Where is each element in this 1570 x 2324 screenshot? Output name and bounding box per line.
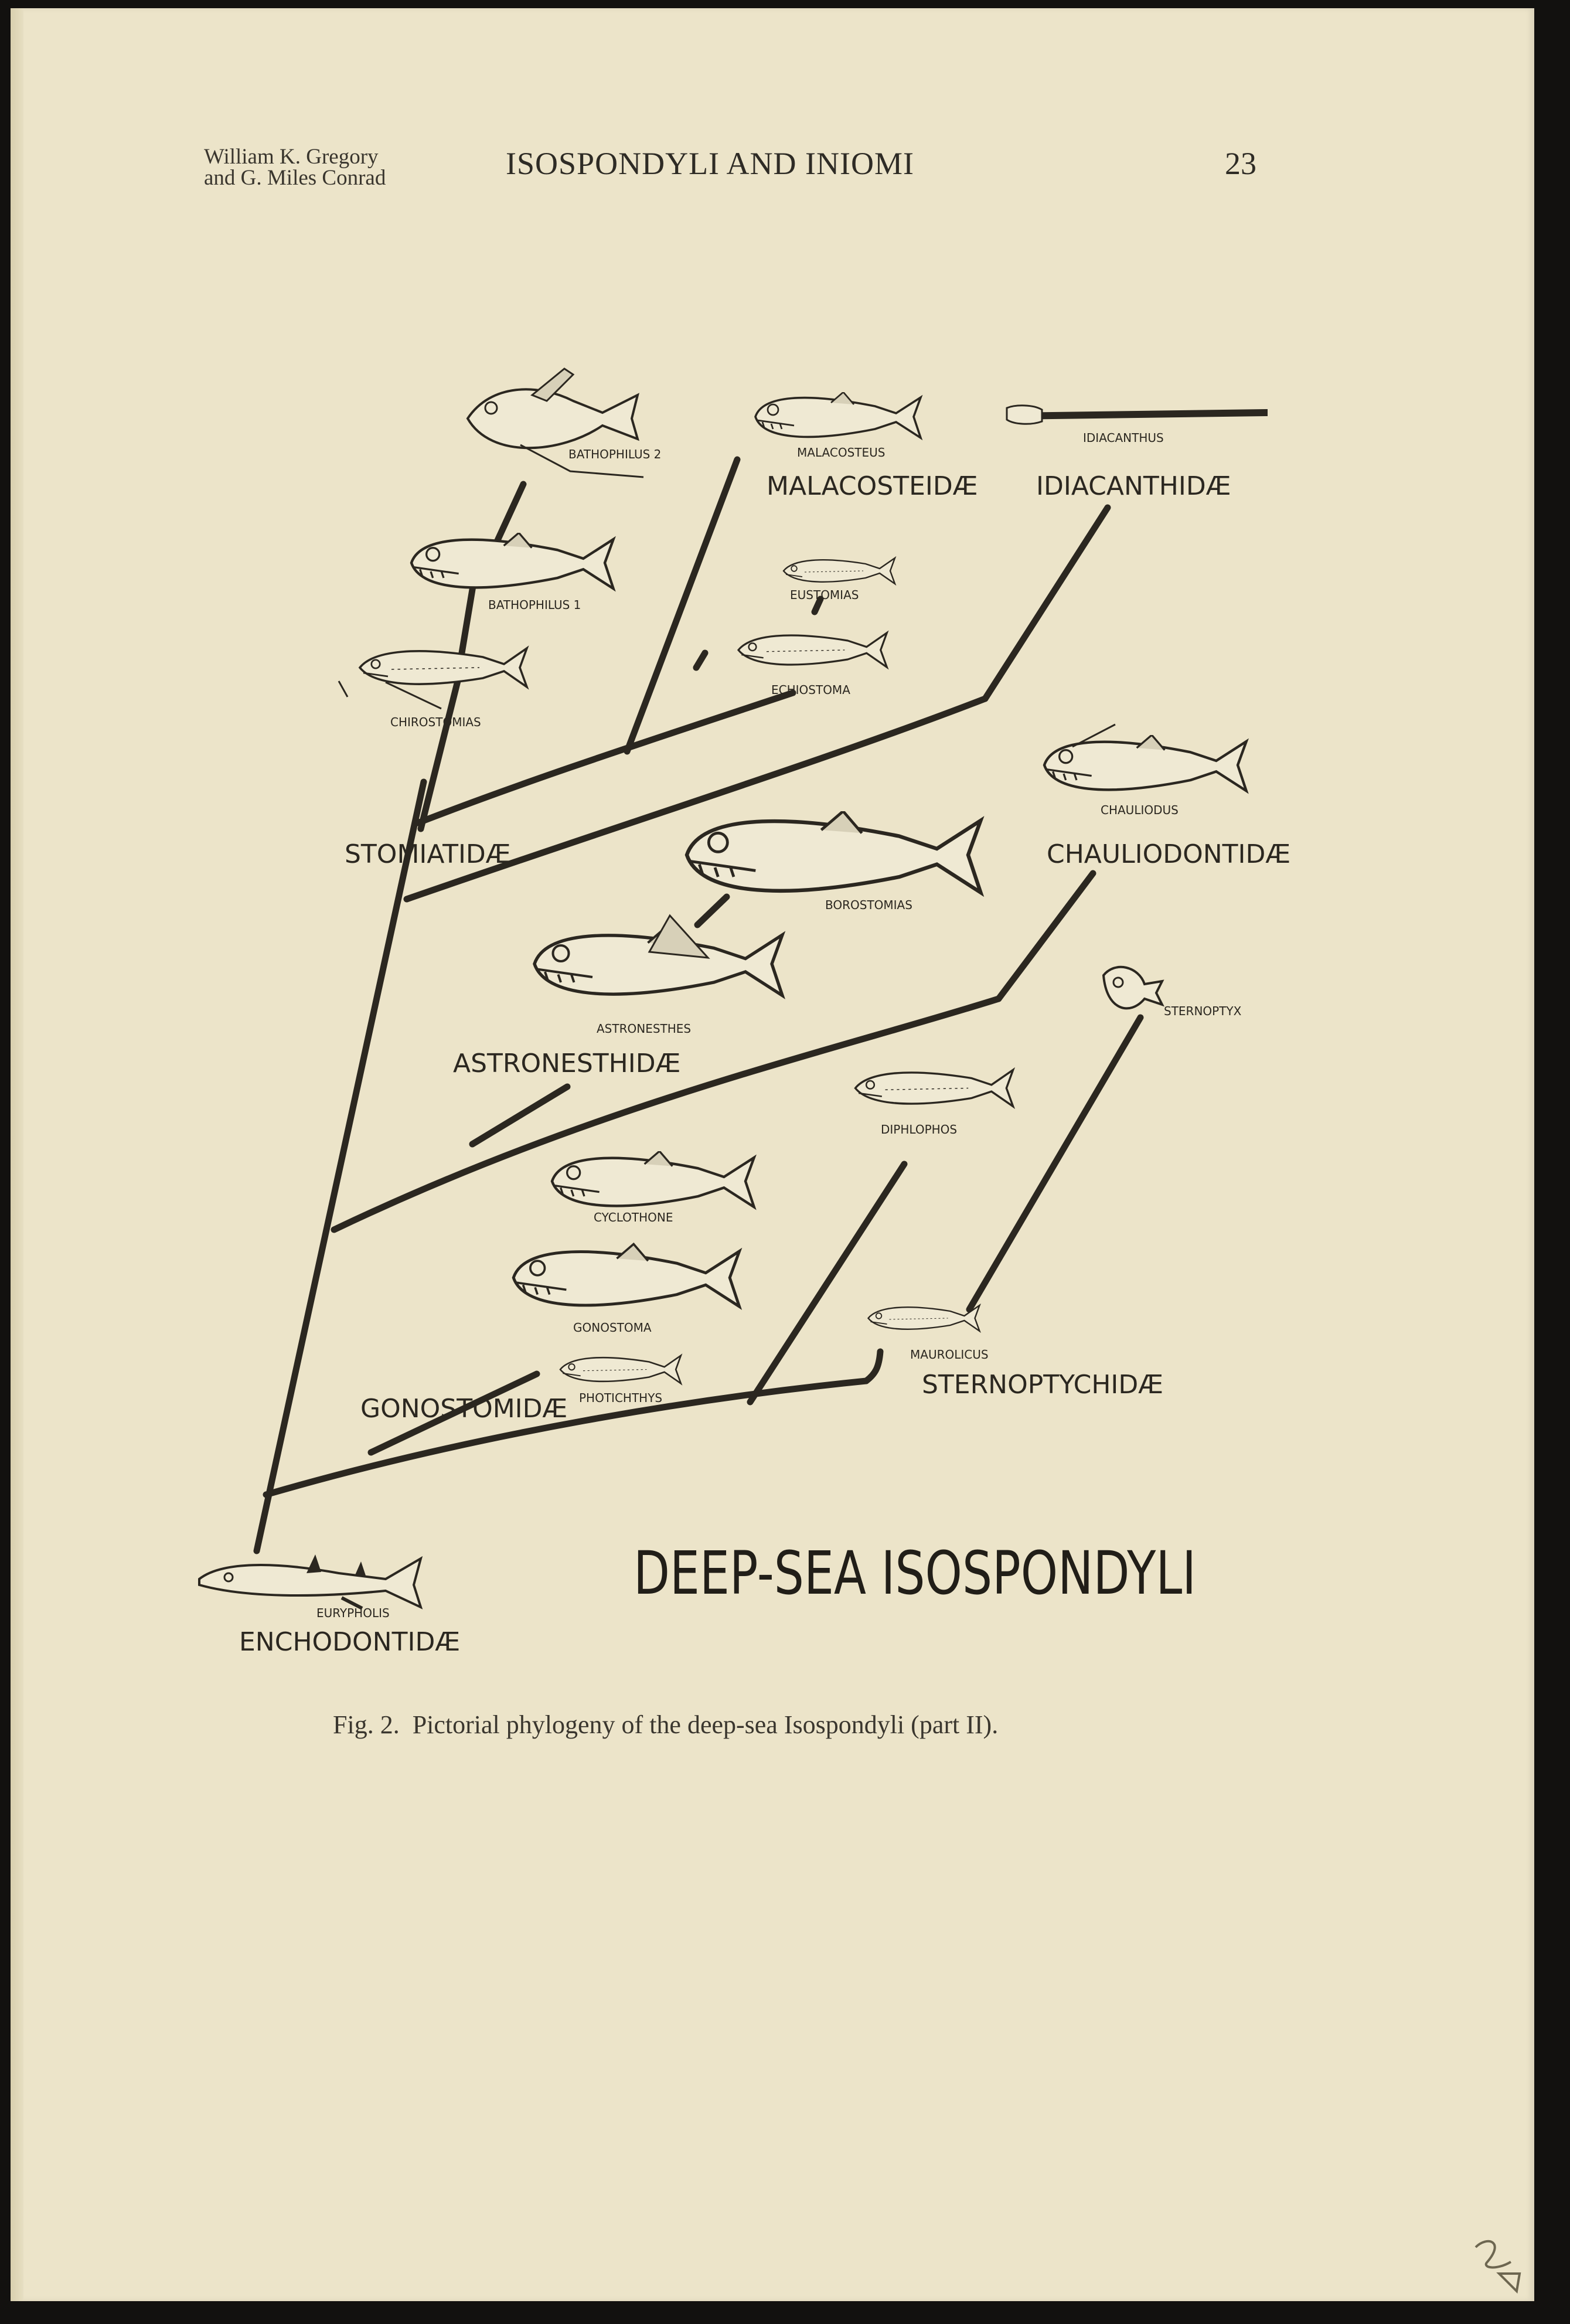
branch-bathophilus xyxy=(493,481,527,545)
genus-photichthys: PHOTICHTHYS xyxy=(579,1391,662,1405)
fish-idiacanthus xyxy=(1006,404,1268,425)
fish-photichthys xyxy=(559,1355,682,1384)
genus-astronesthes: ASTRONESTHES xyxy=(597,1022,691,1036)
fish-sternoptyx xyxy=(1102,965,1164,1010)
fish-illustrations xyxy=(198,368,1268,1610)
genus-malacosteus: MALACOSTEUS xyxy=(797,445,885,460)
phylogeny-branches xyxy=(253,456,1144,1554)
genus-eurypholis: EURYPHOLIS xyxy=(316,1606,390,1620)
branch-gonostomid-stem xyxy=(263,1377,870,1498)
branch-chauliodontidae xyxy=(995,870,1096,1002)
fish-chirostomias xyxy=(338,648,527,710)
family-labels: MALACOSTEIDÆ IDIACANTHIDÆ STOMIATIDÆ CHA… xyxy=(239,471,1290,1657)
figure-caption: Fig. 2. Pictorial phylogeny of the deep-s… xyxy=(333,1710,1212,1740)
genus-idiacanthus: IDIACANTHUS xyxy=(1083,431,1164,445)
fish-gonostoma xyxy=(513,1244,739,1307)
family-chauliodontidae: CHAULIODONTIDÆ xyxy=(1047,839,1290,869)
fish-echiostoma xyxy=(738,633,887,668)
fish-eustomias xyxy=(784,558,895,584)
branch-stomiatid-stem xyxy=(414,689,796,826)
fish-astronesthes xyxy=(534,914,782,996)
family-idiacanthidae: IDIACANTHIDÆ xyxy=(1036,471,1231,501)
genus-diphlophos: DIPHLOPHOS xyxy=(881,1122,957,1137)
book-page: William K. Gregory and G. Miles Conrad I… xyxy=(11,8,1534,2301)
family-sternoptychidae: STERNOPTYCHIDÆ xyxy=(922,1370,1163,1400)
fish-maurolicus xyxy=(867,1304,980,1332)
branch-chauliodont-stem xyxy=(331,995,1002,1233)
fish-bathophilus-1 xyxy=(411,533,614,588)
fish-diphlophos xyxy=(856,1070,1013,1106)
pencil-mark xyxy=(1474,2240,1521,2294)
header-running-title: ISOSPONDYLI AND INIOMI xyxy=(506,146,914,181)
family-malacosteidae: MALACOSTEIDÆ xyxy=(767,471,978,501)
genus-cyclothone: CYCLOTHONE xyxy=(594,1210,673,1224)
family-enchodontidae: ENCHODONTIDÆ xyxy=(239,1627,460,1657)
genus-bathophilus-2: BATHOPHILUS 2 xyxy=(568,447,661,461)
phylogeny-diagram: MALACOSTEIDÆ IDIACANTHIDÆ STOMIATIDÆ CHA… xyxy=(198,368,1290,1657)
branch-main-trunk xyxy=(253,778,427,1554)
page-binding-edge xyxy=(11,8,23,2301)
branch-idiacanthidae xyxy=(982,504,1111,702)
genus-sternoptyx: STERNOPTYX xyxy=(1164,1004,1242,1018)
family-gonostomidae: GONOSTOMIDÆ xyxy=(360,1394,567,1424)
branch-diphlophos xyxy=(747,1161,908,1406)
branch-sternoptychid-stem xyxy=(863,1348,884,1384)
branch-borostomias xyxy=(694,893,730,928)
genus-bathophilus-1: BATHOPHILUS 1 xyxy=(488,598,581,612)
fish-cyclothone xyxy=(552,1151,754,1207)
branch-malacosteidae xyxy=(624,456,741,755)
branch-idiacanth-stem xyxy=(403,695,989,903)
branch-sternoptyx xyxy=(966,1014,1144,1313)
branch-astronesthidae xyxy=(469,1083,571,1148)
genus-borostomias: BOROSTOMIAS xyxy=(825,898,912,912)
genus-chauliodus: CHAULIODUS xyxy=(1101,803,1179,817)
genus-echiostoma: ECHIOSTOMA xyxy=(771,683,850,697)
branch-stomiatidae xyxy=(417,661,465,832)
fish-borostomias xyxy=(687,811,980,893)
genus-maurolicus: MAUROLICUS xyxy=(910,1348,989,1362)
genus-gonostoma: GONOSTOMA xyxy=(573,1321,652,1335)
diagram-title: DEEP-SEA ISOSPONDYLI xyxy=(634,1539,1196,1608)
genus-labels: BATHOPHILUS 2 MALACOSTEUS IDIACANTHUS BA… xyxy=(316,431,1242,1620)
fish-chauliodus xyxy=(1044,723,1247,791)
branch-echiostoma xyxy=(693,649,709,671)
genus-chirostomias: CHIROSTOMIAS xyxy=(390,715,481,729)
family-stomiatidae: STOMIATIDÆ xyxy=(345,839,511,869)
family-astronesthidae: ASTRONESTHIDÆ xyxy=(453,1049,680,1078)
branch-eustomias xyxy=(811,596,824,615)
header-authors: William K. Gregory and G. Miles Conrad xyxy=(204,145,386,190)
header-page-number: 23 xyxy=(1225,146,1256,181)
branch-gonostomidae xyxy=(367,1370,540,1456)
fish-malacosteus xyxy=(755,392,921,438)
fish-eurypholis xyxy=(198,1554,423,1610)
figure-caption-text: Pictorial phylogeny of the deep-sea Isos… xyxy=(412,1710,999,1739)
fish-bathophilus-2 xyxy=(466,368,644,478)
genus-eustomias: EUSTOMIAS xyxy=(790,588,859,602)
figure-number: Fig. 2. xyxy=(333,1710,400,1739)
